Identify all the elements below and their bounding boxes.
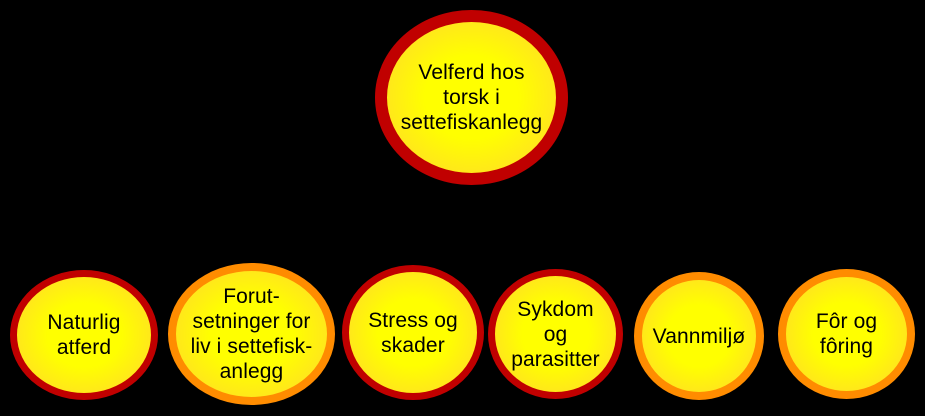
diagram-node-label: Fôr og fôring xyxy=(815,310,878,358)
diagram-node-root-label: Velferd hos torsk i settefiskanlegg xyxy=(400,61,543,134)
diagram-node-label: Naturlig atferd xyxy=(47,311,121,359)
diagram-node-naturlig-atferd: Naturlig atferd xyxy=(10,270,158,400)
diagram-node-sykdom-og-parasitter: Sykdom og parasitter xyxy=(488,269,623,399)
diagram-node-label: Stress og skader xyxy=(368,308,458,357)
diagram-node-label: Sykdom og parasitter xyxy=(511,297,600,371)
diagram-node-vannmiljo: Vannmiljø xyxy=(634,272,764,400)
diagram-node-stress-og-skader: Stress og skader xyxy=(342,265,484,400)
diagram-node-root: Velferd hos torsk i settefiskanlegg xyxy=(375,10,568,185)
diagram-node-label: Forut- setninger for liv i settefisk- an… xyxy=(190,285,313,383)
diagram-node-forutsetninger: Forut- setninger for liv i settefisk- an… xyxy=(168,263,335,405)
diagram-node-label: Vannmiljø xyxy=(652,324,746,348)
diagram-node-for-og-foring: Fôr og fôring xyxy=(778,269,915,399)
